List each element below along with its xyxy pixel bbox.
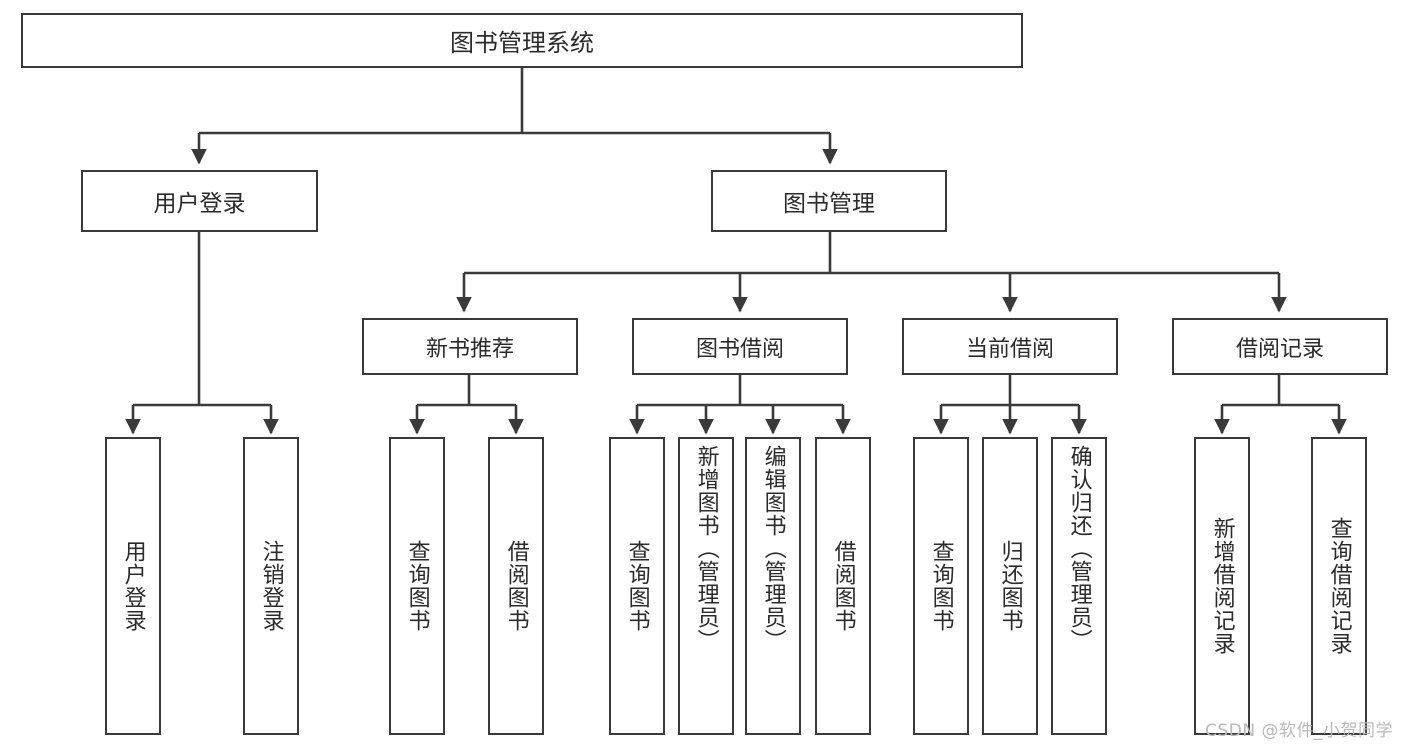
watermark-text: CSDN @软件_小贺同学 xyxy=(1205,721,1393,741)
node-label: 图书管理系统 xyxy=(450,29,594,57)
node-label: 新增图书（管理员） xyxy=(693,445,719,652)
node-leaf-add-book[interactable]: 新增图书（管理员） xyxy=(678,437,734,735)
node-book-manage[interactable]: 图书管理 xyxy=(711,170,947,232)
node-label: 图书借阅 xyxy=(695,336,784,362)
node-leaf-query-book-1[interactable]: 查询图书 xyxy=(389,437,445,735)
node-leaf-query-book-2[interactable]: 查询图书 xyxy=(609,437,665,735)
node-new-book-recommend[interactable]: 新书推荐 xyxy=(362,318,578,375)
node-label: 归还图书 xyxy=(997,540,1023,632)
node-label: 新书推荐 xyxy=(425,336,514,362)
node-label: 新增借阅记录 xyxy=(1209,517,1235,655)
node-label: 编辑图书（管理员） xyxy=(760,445,786,652)
node-leaf-edit-book[interactable]: 编辑图书（管理员） xyxy=(745,437,801,735)
node-root-book-management-system[interactable]: 图书管理系统 xyxy=(21,13,1023,68)
node-label: 图书管理 xyxy=(783,191,875,217)
node-leaf-add-record[interactable]: 新增借阅记录 xyxy=(1194,437,1250,735)
node-leaf-borrow-book-1[interactable]: 借阅图书 xyxy=(488,437,544,735)
node-label: 借阅记录 xyxy=(1235,336,1324,362)
node-label: 查询借阅记录 xyxy=(1326,517,1352,655)
node-label: 查询图书 xyxy=(928,540,954,632)
node-label: 当前借阅 xyxy=(965,336,1054,362)
node-label: 用户登录 xyxy=(120,540,146,632)
node-leaf-borrow-book-2[interactable]: 借阅图书 xyxy=(815,437,871,735)
node-borrow-record[interactable]: 借阅记录 xyxy=(1172,318,1388,375)
node-leaf-return-book[interactable]: 归还图书 xyxy=(982,437,1038,735)
node-label: 确认归还（管理员） xyxy=(1066,445,1092,652)
node-label: 查询图书 xyxy=(624,540,650,632)
node-leaf-logout-login[interactable]: 注销登录 xyxy=(243,437,299,735)
node-leaf-confirm-return[interactable]: 确认归还（管理员） xyxy=(1051,437,1107,735)
node-current-borrow[interactable]: 当前借阅 xyxy=(902,318,1118,375)
node-label: 注销登录 xyxy=(258,540,284,632)
node-label: 查询图书 xyxy=(404,540,430,632)
node-leaf-query-book-3[interactable]: 查询图书 xyxy=(913,437,969,735)
node-user-login[interactable]: 用户登录 xyxy=(81,170,318,232)
node-label: 借阅图书 xyxy=(503,540,529,632)
node-leaf-user-login[interactable]: 用户登录 xyxy=(105,437,161,735)
node-book-borrow[interactable]: 图书借阅 xyxy=(632,318,848,375)
node-label: 借阅图书 xyxy=(830,540,856,632)
node-label: 用户登录 xyxy=(153,191,246,217)
node-leaf-query-record[interactable]: 查询借阅记录 xyxy=(1311,437,1367,735)
